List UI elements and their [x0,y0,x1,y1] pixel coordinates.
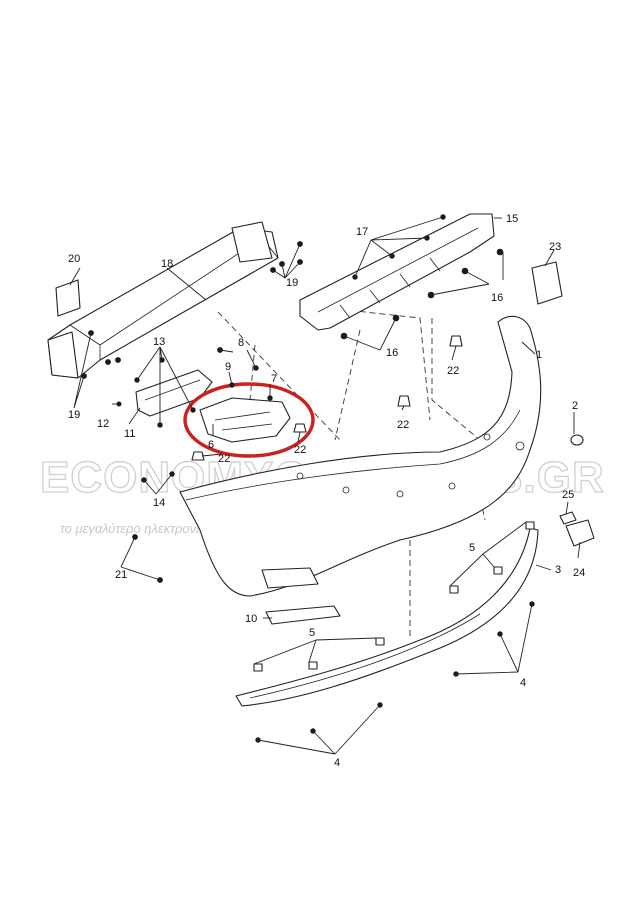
callout-21: 21 [115,569,127,581]
highlight-ring [183,382,315,458]
callout-2: 2 [572,400,578,412]
callout-22d: 22 [218,453,230,465]
callouts: 1 2 3 4 4 5 5 6 7 8 9 10 11 12 13 14 15 … [68,213,585,769]
callout-16b: 16 [386,347,398,359]
callout-18: 18 [161,258,173,270]
callout-17: 17 [356,226,368,238]
callout-22a: 22 [447,365,459,377]
callout-4b: 4 [334,757,340,769]
part-18-impact-beam [47,221,279,379]
callout-10: 10 [245,613,257,625]
part-24-sensor-holder [559,511,595,547]
fastener-set-4 [255,601,535,743]
callout-16a: 16 [491,292,503,304]
fastener-set-8-9-7 [217,347,273,401]
callout-19a: 19 [286,277,298,289]
part-20-label [55,279,81,317]
fastener-set-5 [253,521,535,672]
callout-4a: 4 [520,677,526,689]
callout-23: 23 [549,241,561,253]
callout-14: 14 [153,497,165,509]
callout-20: 20 [68,253,80,265]
callout-9: 9 [225,361,231,373]
callout-6: 6 [208,439,214,451]
part-10-reflector [265,605,341,625]
part-11-side-guide [135,369,213,417]
callout-12: 12 [97,418,109,430]
callout-7: 7 [271,373,277,385]
part-23-cover [531,261,563,305]
part-6-mounting-bracket [199,397,291,443]
callout-11: 11 [124,428,135,440]
callout-5a: 5 [469,542,475,554]
callout-15: 15 [506,213,518,225]
callout-3: 3 [555,564,561,576]
callout-24: 24 [573,567,585,579]
fastener-set-22 [191,335,463,461]
callout-22c: 22 [294,444,306,456]
callout-1: 1 [536,349,542,361]
callout-8: 8 [238,337,244,349]
callout-13: 13 [153,336,165,348]
part-3-lower-trim [235,527,539,707]
callout-5b: 5 [309,627,315,639]
leader-lines [69,216,581,755]
part-15-guide-bracket [299,213,495,331]
callout-19b: 19 [68,409,80,421]
callout-22b: 22 [397,419,409,431]
part-1-bumper-cover [179,315,542,597]
part-2-cap [570,434,584,446]
callout-25: 25 [562,489,574,501]
